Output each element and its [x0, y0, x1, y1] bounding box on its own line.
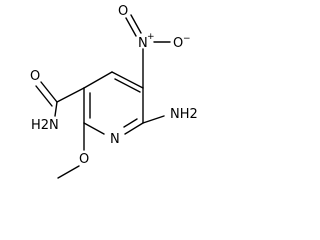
- bond-amide-c-n: [54, 101, 58, 117]
- bond-c6-n1-inner: [123, 118, 138, 128]
- bond-c4-c5: [111, 71, 144, 89]
- bond-c3-amide-c: [56, 87, 85, 103]
- bond-c6-amino-n: [142, 115, 165, 124]
- nitro-group: N + O O −: [118, 4, 191, 89]
- nitro-o-right-label: O: [173, 36, 183, 51]
- carboxamide-group: O H2N: [30, 69, 85, 133]
- chemical-structure-diagram: N + O O − O H2N N NH2 O: [30, 4, 198, 179]
- methoxy-group: O: [57, 122, 89, 179]
- pyridine-ring: [83, 71, 144, 135]
- bond-c3-c4: [83, 71, 113, 89]
- amide-nh2-label: H2N: [31, 118, 59, 133]
- nitro-o-right-charge: −: [183, 34, 191, 44]
- nitro-n-label: N: [138, 36, 148, 51]
- bond-c4-c5-inner: [114, 78, 141, 93]
- bond-methoxy-o-ch3: [57, 165, 80, 179]
- bond-nitro-n-o-top-second: [130, 14, 142, 34]
- amide-o-label: O: [30, 69, 40, 84]
- bond-nitro-n-o-top: [125, 17, 137, 37]
- bond-amide-c-o-second: [35, 85, 53, 107]
- methoxy-o-label: O: [79, 152, 89, 167]
- nitro-o-top-label: O: [118, 4, 128, 19]
- amino-group: NH2: [142, 107, 198, 124]
- ring-n-label: N: [110, 132, 120, 147]
- amino-nh2-label: NH2: [170, 107, 198, 122]
- bond-n1-c2: [83, 122, 105, 135]
- bond-amide-c-o: [40, 81, 58, 103]
- bond-c6-n1: [124, 122, 144, 135]
- nitro-n-charge: +: [147, 32, 155, 42]
